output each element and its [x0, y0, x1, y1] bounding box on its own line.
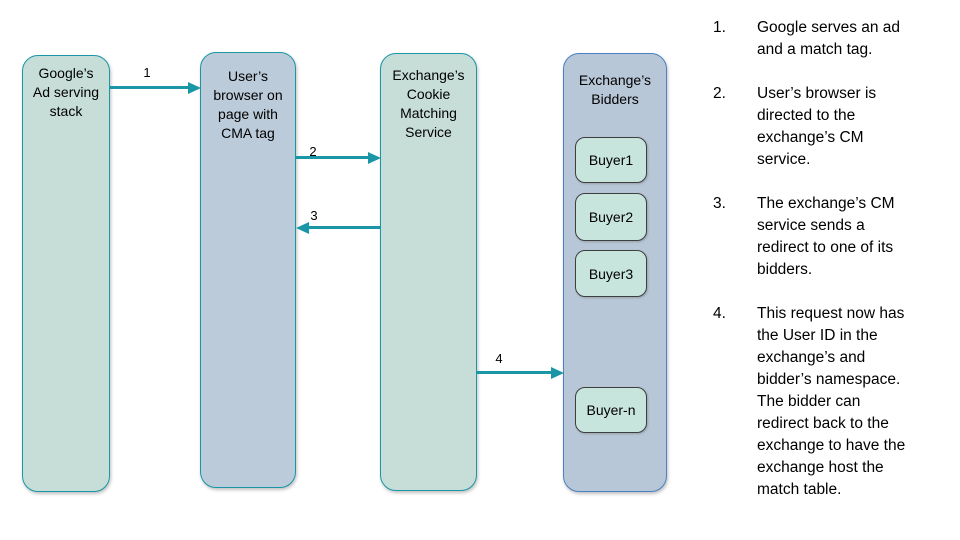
arrow-4-label: 4 — [495, 351, 503, 366]
node-buyer2-label: Buyer2 — [588, 209, 634, 225]
arrow-1-label: 1 — [143, 65, 151, 80]
step-item-3: 3. The exchange’s CM service sends a red… — [713, 193, 948, 281]
step-3-text: The exchange’s CM service sends a redire… — [757, 195, 895, 278]
node-cookie-matching-service: Exchange’s Cookie Matching Service — [380, 53, 477, 491]
step-item-2: 2. User’s browser is directed to the exc… — [713, 83, 948, 171]
arrow-4-line — [477, 371, 552, 374]
step-2-text: User’s browser is directed to the exchan… — [757, 85, 877, 168]
node-google-ad-stack-title: Google’s Ad serving stack — [32, 65, 100, 119]
node-exchange-bidders-title: Exchange’s Bidders — [578, 72, 652, 107]
step-4-text: This request now has the User ID in the … — [757, 305, 906, 498]
step-1-number: 1. — [713, 19, 726, 36]
node-buyer1: Buyer1 — [575, 137, 647, 183]
arrow-1-head-icon — [188, 82, 201, 94]
arrow-2-label: 2 — [309, 144, 317, 159]
arrow-3-label: 3 — [310, 208, 318, 223]
step-item-4: 4. This request now has the User ID in t… — [713, 303, 948, 501]
step-4-number: 4. — [713, 305, 726, 322]
arrow-3-head-icon — [296, 222, 309, 234]
arrow-1-line — [110, 86, 189, 89]
arrow-2-head-icon — [368, 152, 381, 164]
node-buyer-n-label: Buyer-n — [586, 402, 636, 418]
node-buyer2: Buyer2 — [575, 193, 647, 241]
step-item-1: 1. Google serves an ad and a match tag. — [713, 17, 948, 61]
node-buyer-n: Buyer-n — [575, 387, 647, 433]
node-buyer3-label: Buyer3 — [588, 265, 634, 282]
step-1-text: Google serves an ad and a match tag. — [757, 19, 901, 58]
arrow-2-line — [296, 156, 369, 159]
node-user-browser: User’s browser on page with CMA tag — [200, 52, 296, 488]
arrow-3-line — [308, 226, 380, 229]
node-user-browser-title: User’s browser on page with CMA tag — [213, 68, 283, 141]
node-buyer1-label: Buyer1 — [588, 152, 634, 168]
steps-list: 1. Google serves an ad and a match tag. … — [713, 17, 948, 523]
node-cookie-matching-service-title: Exchange’s Cookie Matching Service — [392, 67, 465, 140]
step-2-number: 2. — [713, 85, 726, 102]
node-google-ad-stack: Google’s Ad serving stack — [22, 55, 110, 492]
node-buyer3: Buyer3 — [575, 250, 647, 297]
step-3-number: 3. — [713, 195, 726, 212]
arrow-4-head-icon — [551, 367, 564, 379]
